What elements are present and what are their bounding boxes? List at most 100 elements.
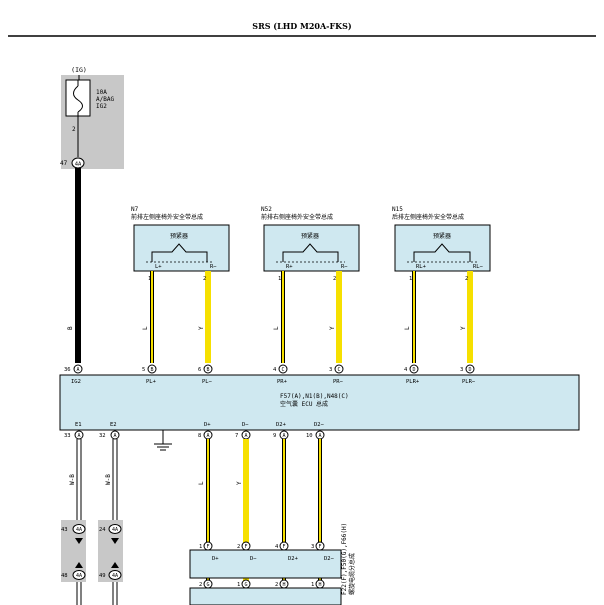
pin-label: 1 <box>148 276 151 282</box>
pretensioner-term-a: R+ <box>286 264 293 270</box>
pretensioner-coil <box>413 243 471 262</box>
pin-label: D2+ <box>276 422 287 428</box>
pin-label: D2+ <box>288 556 299 562</box>
pin-circle <box>74 430 84 440</box>
pretensioner-n15: N15 后排左侧座椅外安全带总成 预紧器 RL+ RL− <box>392 206 491 272</box>
pin-label: D+ <box>212 556 219 562</box>
page-title: SRS (LHD M20A-FKS) <box>252 21 352 31</box>
pretensioner-inner-label: 预紧器 <box>170 232 188 240</box>
pin-label: 2 <box>333 276 336 282</box>
pretensioner-desc: 前排右侧座椅外安全带总成 <box>261 213 333 221</box>
conn-code: 4A <box>76 527 82 533</box>
wire-color-label: L <box>404 326 411 330</box>
fuse-conn-code: 4A <box>75 162 82 168</box>
arrow-down-icon <box>75 538 83 544</box>
pin-circle <box>73 364 83 374</box>
pin-letter: D <box>412 367 415 373</box>
conn-oval <box>108 570 122 580</box>
pin-label: PL+ <box>146 379 157 385</box>
pretensioner-inner-label: 预紧器 <box>301 232 319 240</box>
wire-color-label: W-B <box>69 474 76 485</box>
wire-color-label: L <box>273 326 280 330</box>
pin-num: 2 <box>237 544 240 550</box>
pretensioner-desc: 后排左侧座椅外安全带总成 <box>392 213 464 221</box>
wire-color-label: L <box>198 481 205 485</box>
pin-circle <box>203 579 213 589</box>
pin-label: 1 <box>409 276 412 282</box>
pin-letter: A <box>318 433 321 439</box>
pin-num: 2 <box>275 582 278 588</box>
pretensioner-box <box>133 224 230 272</box>
pin-num: 3 <box>311 544 314 550</box>
pin-circle <box>315 579 325 589</box>
fuse-rating: 10A <box>96 89 107 96</box>
pin-letter: C <box>337 367 340 373</box>
conn-code: 4A <box>112 573 118 579</box>
pin-num: 3 <box>329 367 332 373</box>
arrow-up-icon <box>75 562 83 568</box>
pretensioner-code: N15 <box>392 206 403 213</box>
fuse-icon <box>73 85 83 113</box>
pretensioner-code: N7 <box>131 206 139 213</box>
pin-num: 5 <box>142 367 145 373</box>
pin-num: 4 <box>273 367 277 373</box>
pin-num: 8 <box>198 433 201 439</box>
arrow-up-icon <box>111 562 119 568</box>
pin-letter: A <box>206 433 209 439</box>
pin-label: D2− <box>314 422 325 428</box>
wire-color-label: L <box>142 326 149 330</box>
pin-letter: G <box>244 582 247 588</box>
pin-letter: A <box>244 433 247 439</box>
pin-circle <box>334 364 344 374</box>
pin-num: 10 <box>306 433 313 439</box>
pin-num: 2 <box>199 582 202 588</box>
pin-circle <box>241 579 251 589</box>
pin-letter: B <box>206 367 209 373</box>
pretensioner-box <box>394 224 491 272</box>
pretensioner-term-b: RL− <box>473 264 484 270</box>
pin-num: 3 <box>460 367 463 373</box>
pin-label: PR+ <box>277 379 288 385</box>
pretensioner-n7: N7 前排左侧座椅外安全带总成 预紧器 L+ R− <box>131 206 230 272</box>
pretensioner-coil <box>151 243 208 262</box>
spiral-label-2: 螺旋电缆分总成 <box>348 553 356 595</box>
wire-color-label: Y <box>236 481 243 485</box>
pin-label: D2− <box>324 556 335 562</box>
pin-letter: A <box>76 367 79 373</box>
pin-circle <box>279 541 289 551</box>
arrow-down-icon <box>111 538 119 544</box>
pin-circle <box>241 541 251 551</box>
pin-letter: H <box>282 582 285 588</box>
conn-code: 4A <box>76 573 82 579</box>
pin-label: IG2 <box>71 379 81 385</box>
ecu-top-pins: 36 A IG2 5 B PL+ 6 B PL− 4 C PR+ 3 C PR−… <box>64 364 476 385</box>
pretensioner-n52: N52 前排右侧座椅外安全带总成 预紧器 R+ R− <box>261 206 360 272</box>
pin-num: 1 <box>311 582 314 588</box>
pin-label: D− <box>250 556 257 562</box>
pretensioner-wires: 1 2 L Y 1 2 L Y 1 2 L Y <box>142 271 473 363</box>
pin-circle <box>203 364 213 374</box>
pretensioner-code: N52 <box>261 206 272 213</box>
pin-num: 6 <box>198 367 201 373</box>
fuse-name-1: A/BAG <box>96 96 114 103</box>
pin-letter: G <box>206 582 209 588</box>
conn-oval <box>72 570 86 580</box>
wire-color-label: Y <box>329 326 336 330</box>
pin-circle <box>147 364 157 374</box>
spiral-top-pins: 1 F D+ 2 F D− 4 F D2+ 3 F D2− <box>199 541 335 562</box>
pin-letter: F <box>318 544 321 550</box>
ecu-title-2: 空气囊 ECU 总成 <box>280 400 328 408</box>
wire-color-label: Y <box>460 326 467 330</box>
wire-color-label: Y <box>198 326 205 330</box>
pretensioner-term-b: R− <box>341 264 348 270</box>
spiral-cable-box-lower <box>189 587 342 605</box>
fuse-source-label: (IG) <box>71 66 87 74</box>
conn-code: 4A <box>112 527 118 533</box>
pin-letter: F <box>244 544 247 550</box>
pin-circle <box>278 364 288 374</box>
pin-label: PR− <box>333 379 344 385</box>
pin-label: 2 <box>203 276 206 282</box>
pin-label: 1 <box>278 276 281 282</box>
pretensioner-inner-label: 预紧器 <box>433 232 451 240</box>
pin-circle <box>315 541 325 551</box>
